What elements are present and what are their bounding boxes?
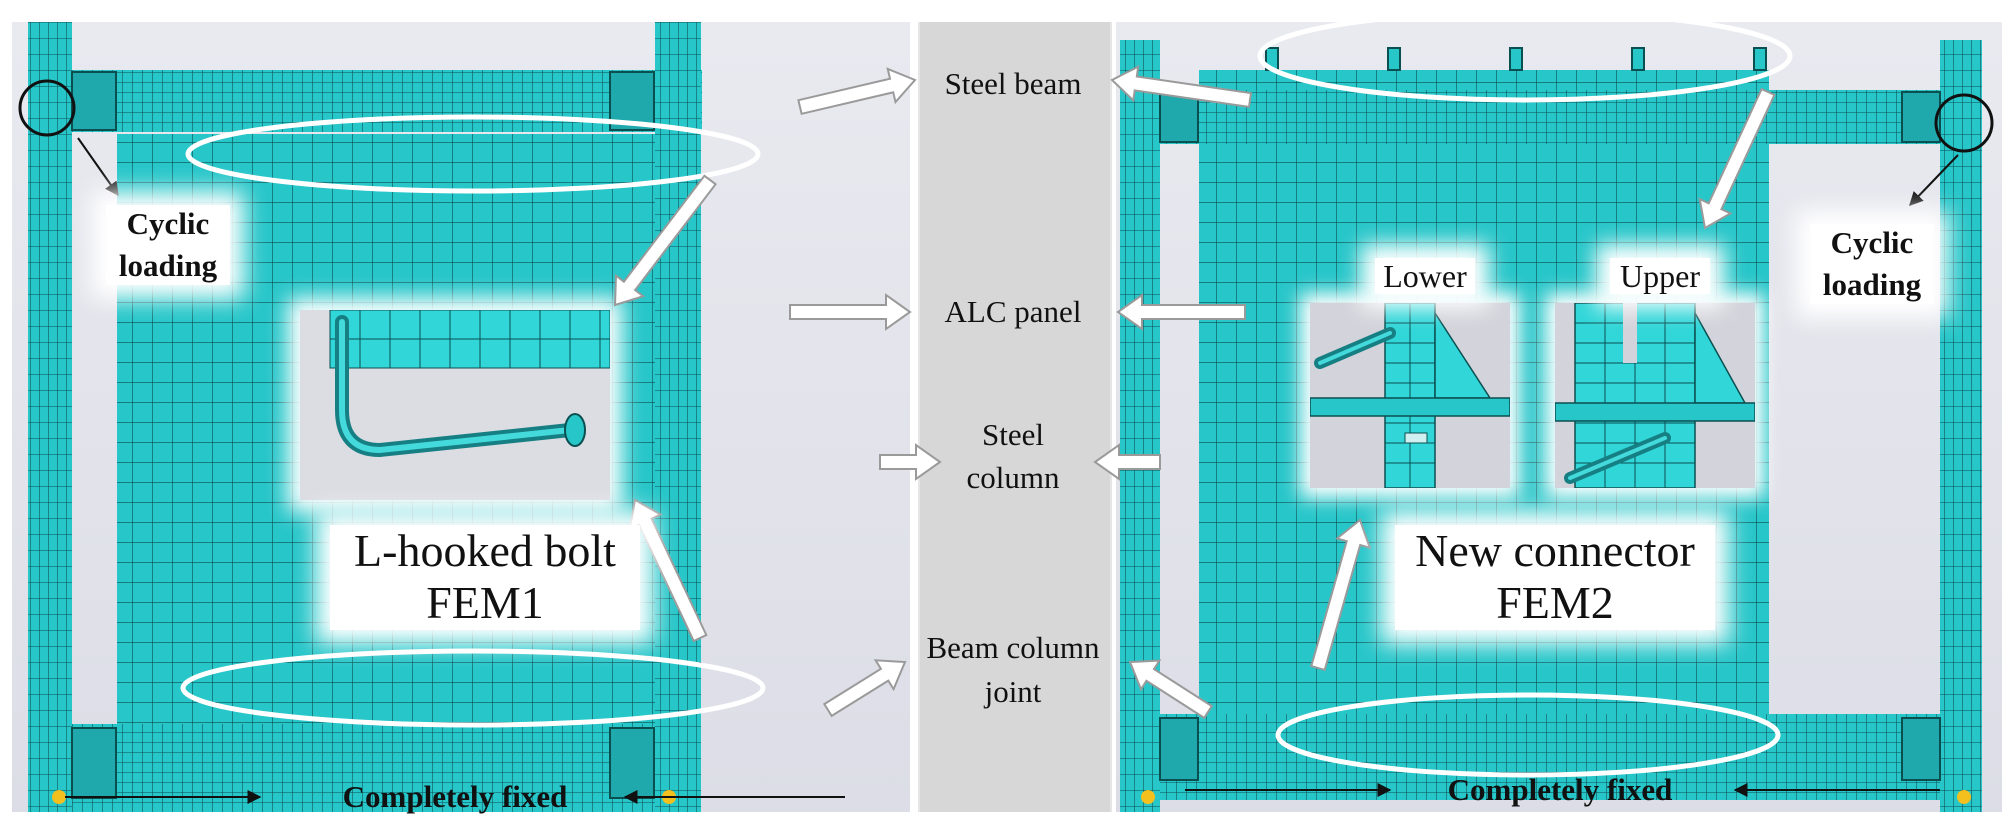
left-connector-label-line2: FEM1 (426, 577, 544, 628)
right-loading-point-circle (1934, 93, 1994, 153)
arrow-to-joint-left (822, 659, 907, 718)
arrow-to-alc-panel-left (789, 293, 912, 331)
arrow-right-top-ellipse-to-upper (1698, 87, 1776, 230)
left-joint-bottom-left (71, 727, 117, 799)
right-cyclic-label-box (1810, 224, 1934, 304)
arrow-to-steel-beam-right (1110, 64, 1253, 109)
right-upper-label-box (1610, 258, 1710, 294)
left-loading-point-circle (18, 79, 76, 137)
right-connector-label-line2: FEM2 (1496, 577, 1614, 628)
left-bottom-highlight-ellipse (180, 648, 766, 728)
arrow-to-steel-beam-left (797, 67, 917, 116)
l-hooked-bolt-drawing (329, 310, 610, 458)
steel-column-label-line1: Steel (982, 417, 1044, 452)
arrow-to-steel-column-left (879, 443, 942, 481)
alc-panel-label: ALC panel (944, 294, 1082, 329)
right-lower-label-box (1375, 258, 1475, 294)
right-bottom-beam (1156, 714, 1956, 800)
beam-column-joint-label-line2: joint (984, 674, 1042, 709)
hollow-arrows-group (613, 64, 1776, 720)
left-column-1 (28, 22, 72, 812)
right-connector-label-box (1395, 525, 1715, 630)
left-bolt-inset (300, 310, 610, 500)
arrow-left-bottom-to-bolt (628, 498, 708, 643)
right-stub-2 (1387, 47, 1401, 71)
right-connector-label-line1: New connector (1415, 525, 1695, 576)
steel-beam-label: Steel beam (944, 66, 1082, 101)
left-cyclic-label-box (106, 205, 230, 285)
right-column-2 (1940, 40, 1982, 812)
right-fixed-label: Completely fixed (1447, 772, 1673, 807)
left-cyclic-label-line1: Cyclic (126, 206, 210, 241)
left-connector-label-line1: L-hooked bolt (354, 525, 616, 576)
right-stub-4 (1631, 47, 1645, 71)
arrow-to-steel-column-right (1093, 443, 1161, 481)
right-cyclic-arrow (1909, 154, 1959, 207)
left-connector-label-box (330, 525, 640, 630)
left-support-dot-1 (52, 790, 66, 804)
right-cyclic-label-line1: Cyclic (1830, 225, 1914, 260)
right-stub-5 (1753, 47, 1767, 71)
right-joint-top-right (1901, 91, 1941, 143)
left-column-2 (655, 22, 701, 812)
right-stub-3 (1509, 47, 1523, 71)
left-top-highlight-ellipse (185, 114, 761, 194)
center-legend-band (918, 22, 1112, 812)
right-support-dot-1 (1141, 790, 1155, 804)
arrow-left-top-ellipse-to-bolt (613, 174, 718, 307)
arrow-to-alc-panel-right (1116, 293, 1246, 331)
upper-connector-drawing (1555, 303, 1755, 488)
right-upper-inset (1555, 303, 1755, 488)
right-support-dot-2 (1957, 790, 1971, 804)
beam-column-joint-label-line1: Beam column (926, 630, 1100, 665)
right-top-highlight-ellipse (1257, 9, 1793, 103)
left-cyclic-arrow (77, 137, 119, 197)
left-joint-top-left (71, 71, 117, 131)
left-cyclic-label-line2: loading (118, 248, 218, 283)
right-lower-inset (1310, 303, 1510, 488)
left-fixed-label: Completely fixed (342, 779, 568, 814)
arrow-right-bottom-to-lower (1310, 518, 1372, 672)
right-cyclic-label-line2: loading (1822, 267, 1922, 302)
right-joint-bottom-left (1159, 717, 1199, 781)
lower-connector-drawing (1310, 303, 1510, 488)
right-bottom-highlight-ellipse (1275, 692, 1781, 778)
arrow-to-joint-right (1128, 659, 1214, 720)
right-joint-bottom-right (1901, 717, 1941, 781)
steel-column-label-line2: column (966, 460, 1060, 495)
right-lower-label: Lower (1383, 258, 1467, 294)
left-joint-bottom-right (609, 727, 655, 799)
right-upper-label: Upper (1620, 258, 1700, 294)
